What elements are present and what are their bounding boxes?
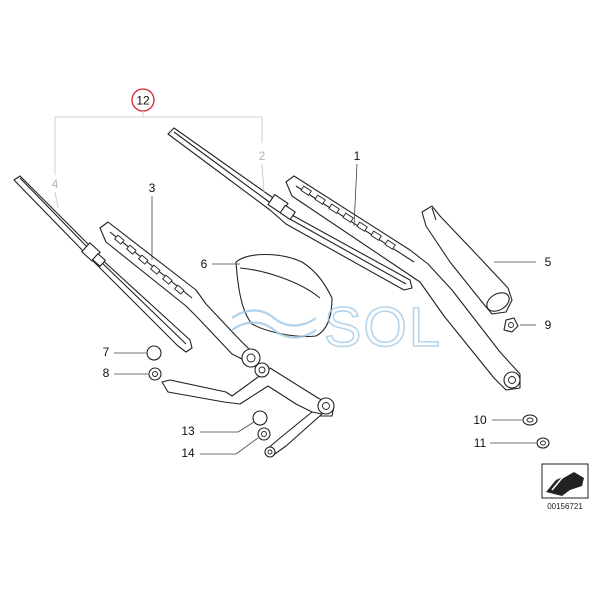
callout-1[interactable]: 1 <box>353 149 361 227</box>
callout-11-label: 11 <box>474 436 487 450</box>
callout-4-label: 4 <box>52 177 59 191</box>
callout-6-label: 6 <box>201 257 208 271</box>
part-3-left-wiper-arm <box>99 221 261 368</box>
callout-3[interactable]: 3 <box>149 181 156 260</box>
callout-14-label: 14 <box>181 446 195 460</box>
callout-9-label: 9 <box>545 318 552 332</box>
watermark-wave-icon <box>231 309 317 327</box>
callout-5[interactable]: 5 <box>494 255 552 269</box>
callout-14[interactable]: 14 <box>181 437 259 460</box>
part-1-right-wiper-arm <box>285 175 521 391</box>
part-9-nut <box>503 317 519 333</box>
callout-7[interactable]: 7 <box>103 345 146 359</box>
part-8-nut <box>148 367 162 381</box>
callout-8[interactable]: 8 <box>103 366 148 380</box>
assembly-callout-label: 12 <box>136 94 150 108</box>
diagram-id-label: 00156721 <box>547 502 583 511</box>
part-6-trim-panel <box>235 254 333 337</box>
part-10-washer <box>522 414 538 426</box>
callout-4[interactable]: 4 <box>52 177 59 209</box>
callout-7-label: 7 <box>103 345 110 359</box>
callout-13-label: 13 <box>181 424 195 438</box>
callout-11[interactable]: 11 <box>474 436 536 450</box>
callout-8-label: 8 <box>103 366 110 380</box>
callout-3-label: 3 <box>149 181 156 195</box>
callout-9[interactable]: 9 <box>520 318 552 332</box>
part-2-right-wiper-blade <box>167 127 413 291</box>
wiper-linkage-frame <box>161 362 335 458</box>
callout-5-label: 5 <box>545 255 552 269</box>
part-4-left-wiper-blade <box>13 175 193 353</box>
callout-1-label: 1 <box>354 149 361 163</box>
part-7-cap <box>146 345 162 361</box>
watermark-text: SOL <box>324 295 442 358</box>
callout-10[interactable]: 10 <box>473 413 522 427</box>
callout-2-label: 2 <box>259 149 266 163</box>
callout-6[interactable]: 6 <box>201 257 240 271</box>
part-13-cap <box>252 410 268 426</box>
car-outline-icon <box>546 472 584 496</box>
callout-10-label: 10 <box>473 413 487 427</box>
part-14-nut <box>257 427 271 441</box>
part-11-nut <box>536 437 550 449</box>
sol-watermark: SOL <box>231 294 442 359</box>
part-5-cover-cap <box>421 205 513 315</box>
assembly-callout-12[interactable]: 12 <box>131 88 155 112</box>
diagram-reference: 00156721 <box>541 463 589 511</box>
callout-13[interactable]: 13 <box>181 421 255 438</box>
callout-2[interactable]: 2 <box>259 149 266 193</box>
